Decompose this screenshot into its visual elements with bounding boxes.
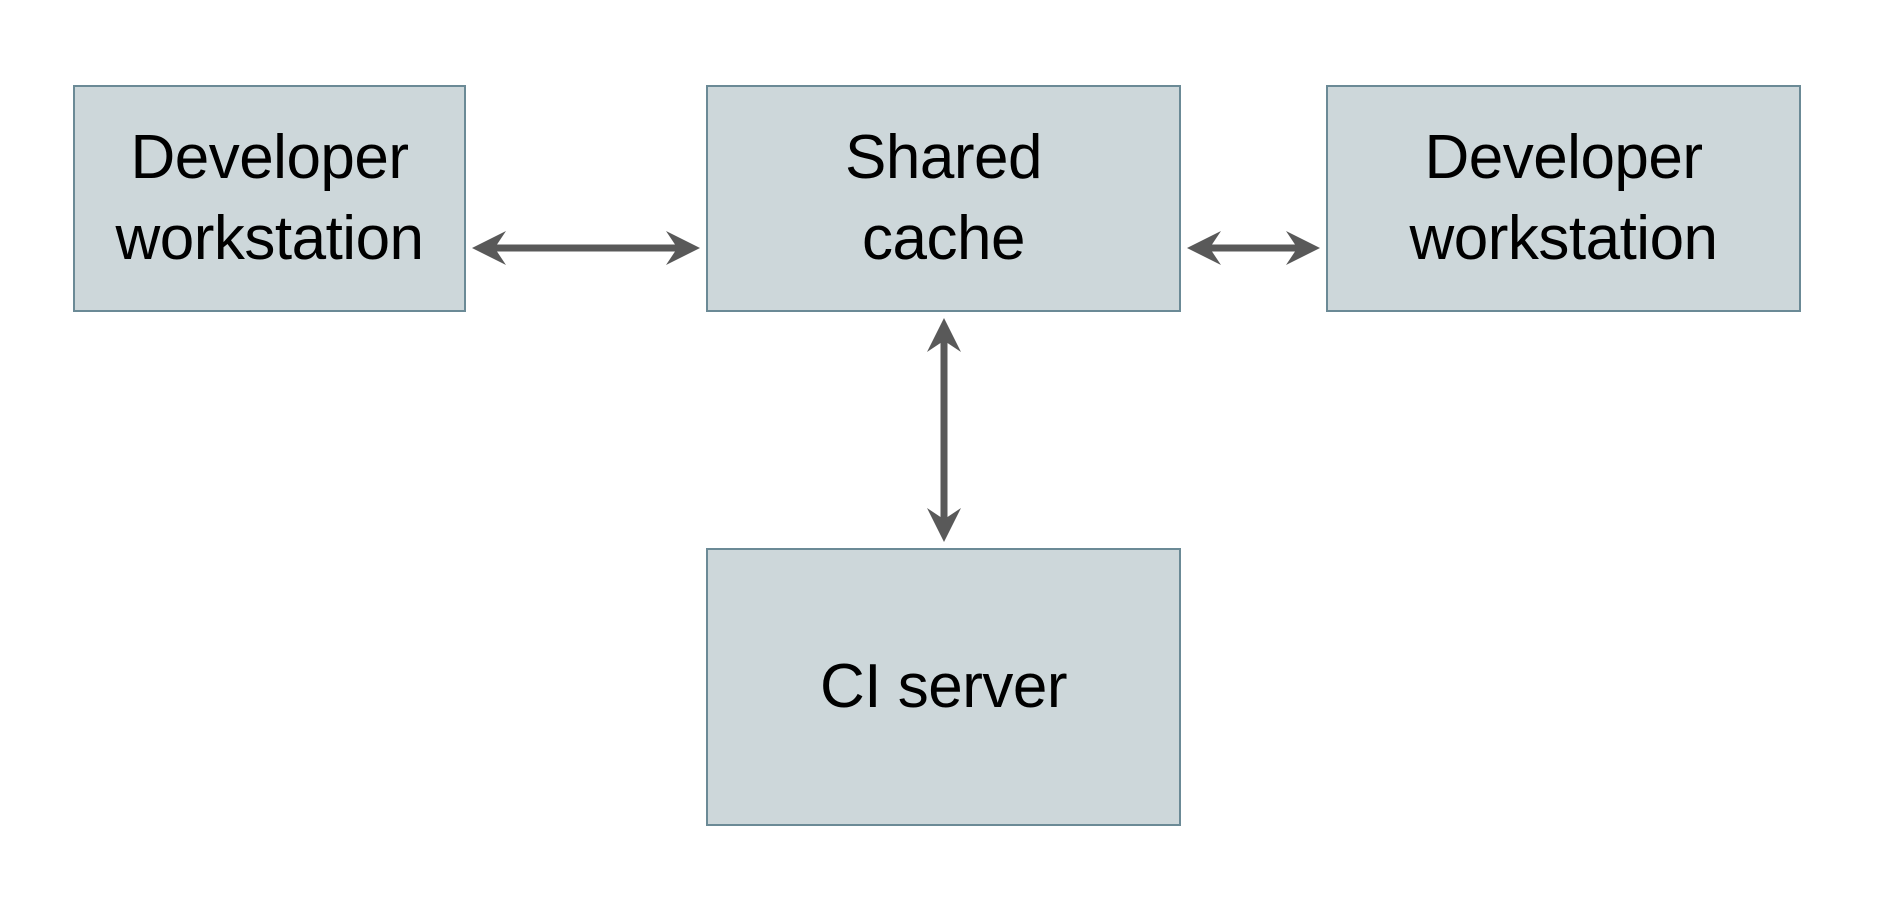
node-label: Shared cache (845, 122, 1042, 273)
node-label: Developer workstation (1409, 122, 1718, 273)
node-shared-cache[interactable]: Shared cache (706, 85, 1181, 312)
node-label: Developer workstation (115, 122, 424, 273)
node-label: CI server (820, 651, 1067, 721)
connector-shared-cache-to-ci-server (927, 318, 961, 542)
connector-shared-cache-to-right-workstation (1187, 231, 1320, 265)
connector-left-workstation-to-shared-cache (472, 231, 700, 265)
node-dev-workstation-right[interactable]: Developer workstation (1326, 85, 1801, 312)
node-ci-server[interactable]: CI server (706, 548, 1181, 826)
node-dev-workstation-left[interactable]: Developer workstation (73, 85, 466, 312)
